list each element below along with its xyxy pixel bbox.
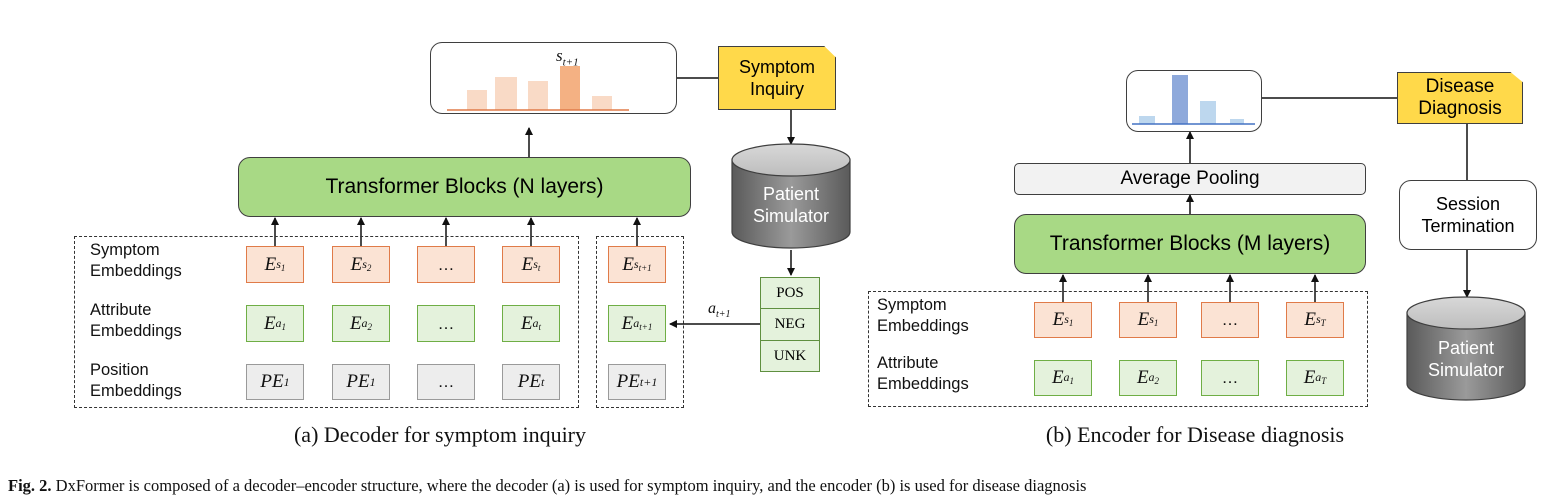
row-label-attribute-b: Attribute Embeddings bbox=[877, 354, 969, 393]
answer-neg: NEG bbox=[760, 308, 820, 341]
transformer-blocks-decoder: Transformer Blocks (N layers) bbox=[238, 157, 691, 217]
embedding-group-next bbox=[596, 236, 684, 408]
bar bbox=[1200, 101, 1216, 124]
bar bbox=[467, 90, 487, 110]
attribute-embedding-ellipsis: … bbox=[417, 305, 475, 342]
symptom-embedding-ellipsis: … bbox=[417, 246, 475, 283]
panel-a-caption: (a) Decoder for symptom inquiry bbox=[293, 422, 587, 447]
disease-distribution-bars bbox=[1132, 75, 1255, 125]
patient-simulator-cylinder-a bbox=[731, 143, 851, 249]
bar bbox=[1230, 119, 1244, 124]
transformer-blocks-encoder: Transformer Blocks (M layers) bbox=[1014, 214, 1366, 274]
average-pooling-box: Average Pooling bbox=[1014, 163, 1366, 195]
encoder-symptom-embedding-ellipsis: … bbox=[1201, 302, 1259, 338]
row-label-symptom: Symptom Embeddings bbox=[90, 241, 182, 280]
session-termination-box: Session Termination bbox=[1399, 180, 1537, 250]
answer-pos: POS bbox=[760, 277, 820, 309]
embedding-group-encoder bbox=[868, 291, 1368, 407]
bar-selected bbox=[1172, 75, 1188, 124]
row-label-position: Position Embeddings bbox=[90, 361, 182, 400]
bar-selected bbox=[560, 66, 580, 110]
symptom-output-chart bbox=[430, 42, 677, 114]
encoder-attribute-embedding-ellipsis: … bbox=[1201, 360, 1259, 396]
figure-caption-label: Fig. 2. bbox=[8, 476, 52, 495]
symptom-inquiry-note: Symptom Inquiry bbox=[718, 46, 836, 110]
action-label: at+1 bbox=[708, 300, 731, 321]
bar bbox=[1139, 116, 1155, 124]
patient-simulator-cylinder-b bbox=[1406, 296, 1526, 401]
bar bbox=[592, 96, 612, 110]
patient-simulator-label-b: Patient Simulator bbox=[1427, 338, 1505, 380]
panel-b-caption: (b) Encoder for Disease diagnosis bbox=[1045, 422, 1345, 447]
embedding-group-history bbox=[74, 236, 579, 408]
disease-output-chart bbox=[1126, 70, 1262, 132]
disease-diagnosis-box: Disease Diagnosis bbox=[1397, 72, 1523, 124]
row-label-symptom-b: Symptom Embeddings bbox=[877, 296, 969, 335]
symptom-distribution-bars bbox=[447, 66, 629, 111]
answer-unk: UNK bbox=[760, 340, 820, 372]
bar bbox=[495, 77, 517, 110]
position-embedding-ellipsis: … bbox=[417, 364, 475, 400]
row-label-attribute: Attribute Embeddings bbox=[90, 301, 182, 340]
figure-caption: Fig. 2. DxFormer is composed of a decode… bbox=[8, 476, 1086, 496]
output-symptom-label: st+1 bbox=[556, 46, 579, 69]
bar bbox=[528, 81, 548, 110]
patient-simulator-label-a: Patient Simulator bbox=[752, 184, 830, 226]
figure-caption-text: DxFormer is composed of a decoder–encode… bbox=[55, 476, 1087, 495]
